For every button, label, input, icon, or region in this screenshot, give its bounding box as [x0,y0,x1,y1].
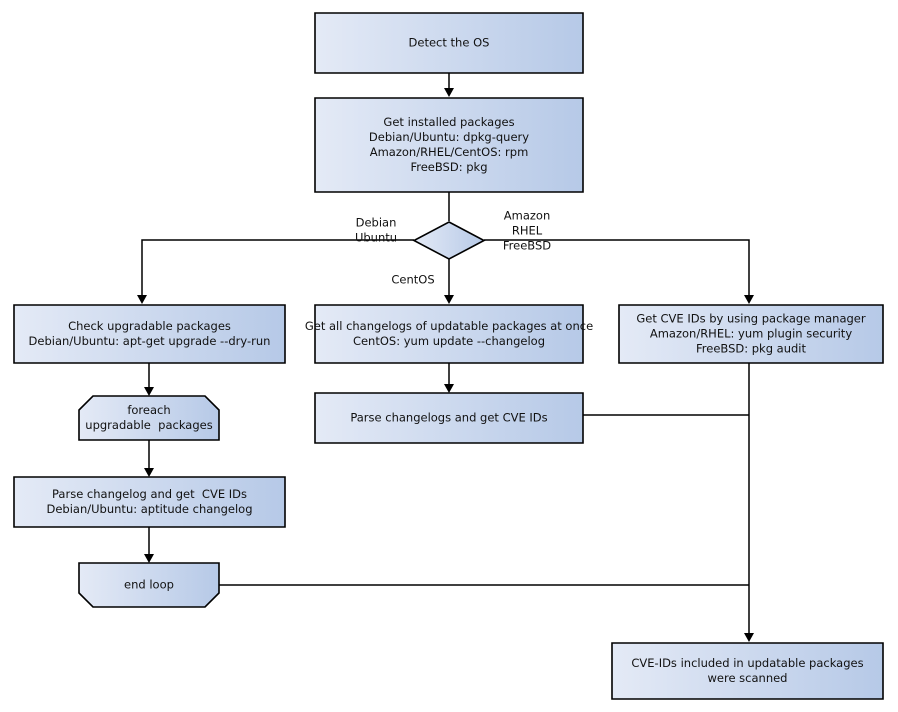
node-detect-os-line-0: Detect the OS [409,36,490,50]
edge-decision-to-amazon-arrowhead [744,295,754,304]
node-foreach-upgradable-packages-line-1: upgradable packages [85,418,212,432]
edge-check-to-foreach-arrowhead [144,387,154,396]
node-detect-os-shape [314,12,584,74]
node-get-installed-packages-line-3: FreeBSD: pkg [410,160,487,174]
node-get-all-changelogs[interactable]: Get all changelogs of updatable packages… [305,304,593,364]
edge-trunk-to-scanned-arrowhead [744,633,754,642]
label-amazon-rhel-freebsd-line-1: RHEL [512,224,543,238]
node-cve-ids-scanned-line-0: CVE-IDs included in updatable packages [631,656,863,670]
node-foreach-upgradable-packages-line-0: foreach [127,403,170,417]
node-os-decision-shape [412,221,486,260]
node-check-upgradable-packages-line-1: Debian/Ubuntu: apt-get upgrade --dry-run [29,334,271,348]
node-parse-changelogs-cve-ids[interactable]: Parse changelogs and get CVE IDs [314,392,584,444]
node-parse-changelog-cve-ids-line-0: Parse changelog and get CVE IDs [52,487,247,501]
node-parse-changelog-cve-ids-line-1: Debian/Ubuntu: aptitude changelog [47,502,253,516]
label-amazon-rhel-freebsd-line-0: Amazon [504,209,550,223]
node-cve-ids-scanned[interactable]: CVE-IDs included in updatable packageswe… [611,642,884,700]
node-cve-ids-scanned-line-1: were scanned [707,671,787,685]
node-get-cve-ids-package-manager-line-0: Get CVE IDs by using package manager [636,312,866,326]
node-get-all-changelogs-line-0: Get all changelogs of updatable packages… [305,319,593,333]
node-get-cve-ids-package-manager-line-2: FreeBSD: pkg audit [696,342,807,356]
node-end-loop-shape [78,562,220,608]
label-amazon-rhel-freebsd-line-2: FreeBSD [503,239,551,253]
node-parse-changelog-cve-ids[interactable]: Parse changelog and get CVE IDsDebian/Ub… [13,476,286,528]
edge-decision-to-debian-arrowhead [137,295,147,304]
node-check-upgradable-packages[interactable]: Check upgradable packagesDebian/Ubuntu: … [13,304,286,364]
node-get-installed-packages-line-1: Debian/Ubuntu: dpkg-query [369,130,529,144]
edges-layer [137,73,754,642]
node-get-installed-packages-shape [314,97,584,193]
node-check-upgradable-packages-shape [13,304,286,364]
node-end-loop[interactable]: end loop [78,562,220,608]
node-parse-changelogs-cve-ids-shape [314,392,584,444]
label-centos-line-0: CentOS [391,273,434,287]
edge-detect-to-packages-arrowhead [444,88,454,97]
edge-parse-to-endloop-arrowhead [144,554,154,563]
node-get-installed-packages-line-0: Get installed packages [383,115,514,129]
label-centos: CentOS [391,273,434,287]
node-parse-changelogs-cve-ids-line-0: Parse changelogs and get CVE IDs [350,411,547,425]
node-os-decision[interactable] [412,221,486,260]
node-get-all-changelogs-shape [314,304,584,364]
node-cve-ids-scanned-shape [611,642,884,700]
node-get-all-changelogs-line-1: CentOS: yum update --changelog [353,334,545,348]
node-detect-os[interactable]: Detect the OS [314,12,584,74]
label-debian-ubuntu-line-0: Debian [356,216,397,230]
node-end-loop-line-0: end loop [124,578,174,592]
edge-decision-to-centos-arrowhead [444,295,454,304]
node-get-cve-ids-package-manager-line-1: Amazon/RHEL: yum plugin security [650,327,852,341]
edge-foreach-to-parse-arrowhead [144,468,154,477]
edge-decision-to-amazon [484,239,750,299]
node-foreach-upgradable-packages-shape [78,395,220,441]
node-get-installed-packages-line-2: Amazon/RHEL/CentOS: rpm [370,145,529,159]
node-check-upgradable-packages-line-0: Check upgradable packages [68,319,231,333]
node-parse-changelog-cve-ids-shape [13,476,286,528]
edge-decision-to-debian [141,239,414,299]
edge-changelogs-to-parse-arrowhead [444,384,454,393]
label-debian-ubuntu-line-1: Ubuntu [355,231,397,245]
node-get-cve-ids-package-manager-shape [618,304,884,364]
node-get-cve-ids-package-manager[interactable]: Get CVE IDs by using package managerAmaz… [618,304,884,364]
